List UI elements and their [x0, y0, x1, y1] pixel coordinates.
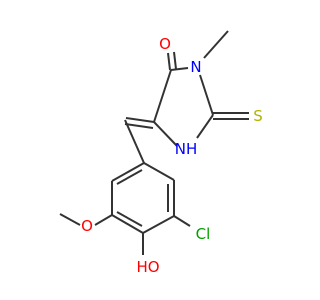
chemical-structure: O N S NH O Cl HO: [59, 30, 263, 276]
atom-label-chlorine: Cl: [196, 225, 211, 243]
atom-labels: O N S NH O Cl HO: [81, 35, 263, 276]
bond-c4-o-b: [173, 51, 177, 70]
atom-label-carbonyl-oxygen: O: [159, 35, 171, 53]
bond-ar-3: [111, 214, 144, 234]
bond-ar-cl: [173, 215, 191, 227]
atom-label-sulfur: S: [253, 107, 263, 125]
atom-label-n3: N: [190, 58, 201, 76]
bond-exo-db-a: [125, 117, 155, 123]
atom-label-hydroxyl: HO: [136, 258, 159, 276]
bond-ch-aryl: [124, 119, 145, 164]
bond-c4-n3: [170, 67, 189, 71]
bond-c4-o-a: [167, 52, 171, 71]
bond-n1-c5: [153, 121, 178, 147]
bond-ar-1-inner: [116, 169, 143, 185]
bond-c2-n1: [196, 114, 214, 139]
bond-ar-ome: [94, 214, 113, 226]
atom-label-methoxy-oxygen: O: [81, 217, 93, 235]
atom-label-nh: NH: [175, 140, 198, 158]
bond-n3-methyl: [203, 30, 229, 59]
bond-ome-methyl: [59, 213, 81, 226]
bond-ar-4: [142, 215, 175, 234]
bond-exo-db-b: [124, 123, 154, 129]
bond-ar-1: [111, 162, 145, 182]
bond-ar-3-inner: [116, 211, 143, 227]
bond-ar-6: [143, 162, 175, 181]
bond-n3-c2: [199, 74, 214, 116]
bonds: [59, 30, 249, 255]
bond-c5-c4: [153, 69, 172, 123]
